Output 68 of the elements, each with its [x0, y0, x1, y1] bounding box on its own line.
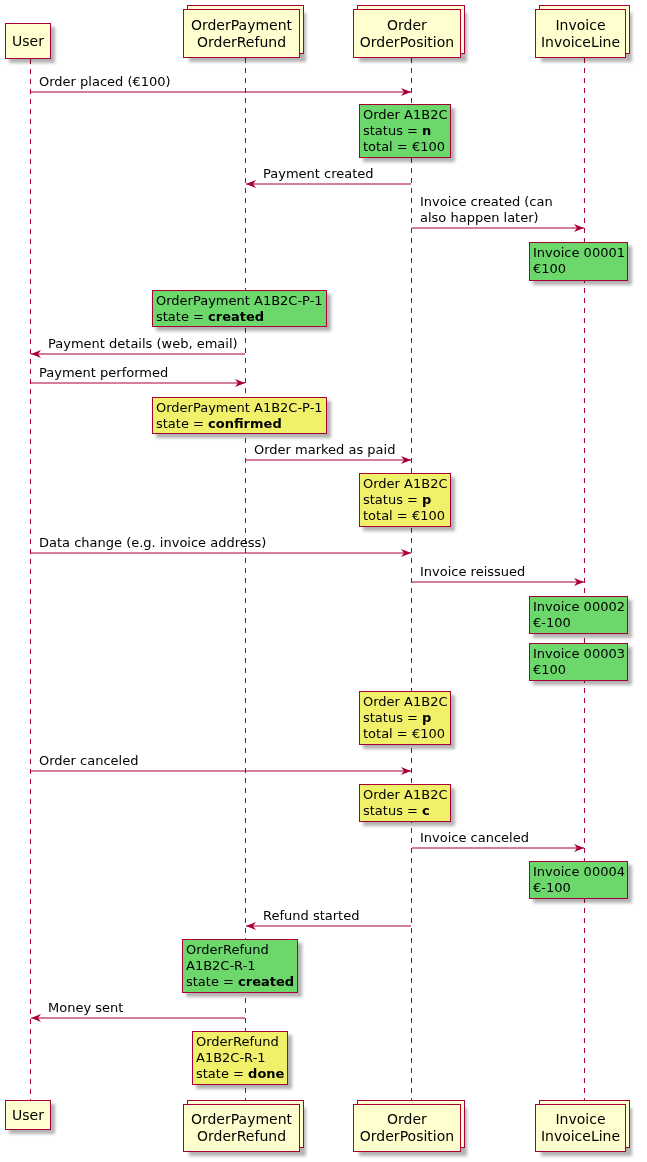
note-text: €100 [533, 261, 568, 277]
note-text: state = created [156, 309, 266, 325]
note-text: status = p [363, 492, 433, 508]
note-box [152, 290, 327, 327]
message-arrow [411, 844, 585, 852]
message-label: Invoice reissued [420, 564, 526, 580]
note-text: OrderPayment A1B2C-P-1 [156, 400, 323, 416]
note-text: state = confirmed [156, 416, 283, 432]
message-label: Refund started [263, 908, 360, 924]
note-box [529, 861, 628, 899]
message-arrow [245, 456, 412, 464]
message-arrow [30, 549, 412, 557]
message-label: Order placed (€100) [39, 74, 171, 90]
note-text: total = €100 [363, 139, 446, 155]
lifeline [30, 59, 31, 1100]
note-text: A1B2C-R-1 [196, 1050, 267, 1066]
note-text: status = p [363, 710, 433, 726]
message-label: Money sent [48, 1000, 124, 1016]
message-label: Data change (e.g. invoice address) [39, 535, 267, 551]
note-text: state = done [196, 1066, 284, 1082]
note-text: €-100 [533, 880, 572, 896]
note-text: Invoice 00004 [533, 864, 624, 880]
note-box [359, 473, 451, 527]
message-arrow [30, 88, 412, 96]
message-arrow [30, 379, 246, 387]
note-text: Order A1B2C [363, 476, 447, 492]
message-arrow [30, 767, 412, 775]
message-arrow [411, 224, 585, 232]
note-text: OrderRefund [186, 942, 270, 958]
note-text: €-100 [533, 615, 572, 631]
note-text: Invoice 00003 [533, 646, 624, 662]
note-box [529, 596, 628, 634]
note-text: Invoice 00002 [533, 599, 624, 615]
note-box [192, 1031, 288, 1085]
message-label: Invoice canceled [420, 830, 529, 846]
message-arrow [245, 922, 412, 930]
note-text: Order A1B2C [363, 694, 447, 710]
message-label: Payment created [263, 166, 374, 182]
message-label: Payment details (web, email) [48, 336, 238, 352]
message-arrow [30, 350, 246, 358]
note-box [182, 939, 298, 993]
message-label: Payment performed [39, 365, 169, 381]
note-text: state = created [186, 974, 294, 990]
note-text: OrderPayment A1B2C-P-1 [156, 293, 323, 309]
note-text: status = c [363, 803, 431, 819]
note-text: Order A1B2C [363, 787, 447, 803]
message-label: Order marked as paid [254, 442, 396, 458]
note-text: €100 [533, 662, 568, 678]
message-arrow [30, 1014, 246, 1022]
message-label: Invoice created (can also happen later) [420, 194, 554, 226]
note-text: status = n [363, 123, 433, 139]
note-box [529, 643, 628, 681]
message-arrow [245, 180, 412, 188]
note-text: Invoice 00001 [533, 245, 624, 261]
message-label: Order canceled [39, 753, 139, 769]
note-box [529, 242, 628, 281]
note-box [152, 397, 327, 434]
note-text: total = €100 [363, 508, 446, 524]
participant-box: User [5, 23, 51, 59]
note-text: A1B2C-R-1 [186, 958, 257, 974]
note-text: total = €100 [363, 726, 446, 742]
message-arrow [411, 578, 585, 586]
participant-box: User [5, 1100, 51, 1130]
note-box [359, 784, 451, 822]
note-box [359, 104, 451, 158]
note-text: Order A1B2C [363, 107, 447, 123]
note-box [359, 691, 451, 745]
note-text: OrderRefund [196, 1034, 280, 1050]
